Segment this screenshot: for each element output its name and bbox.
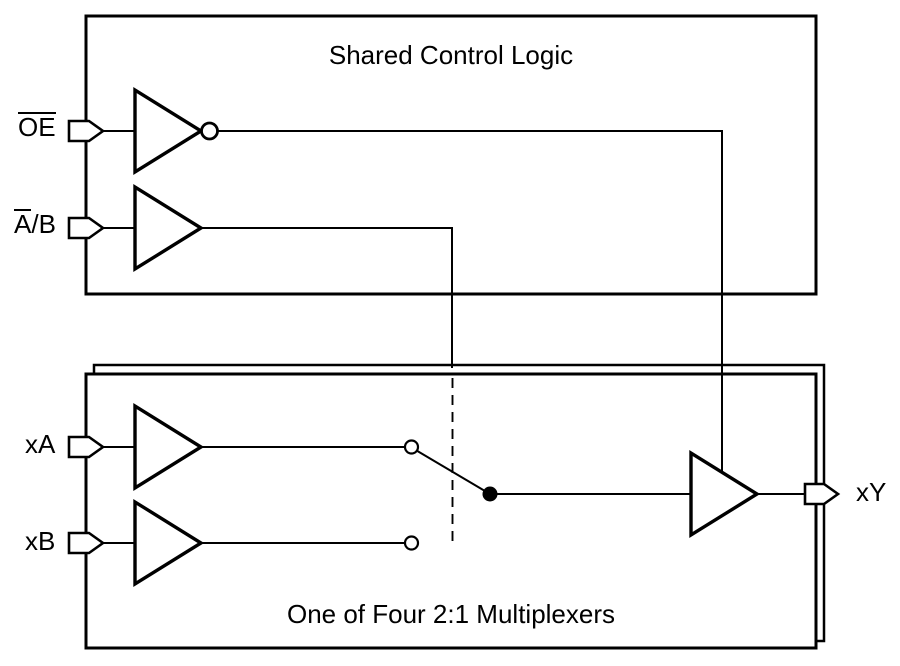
switch-throw-b-circle bbox=[403, 535, 420, 551]
ab-pin-label: A/B bbox=[14, 209, 56, 237]
xa-pin-label: xA bbox=[25, 429, 56, 459]
switch-pole-dot bbox=[482, 486, 498, 502]
ab-select-wire bbox=[198, 227, 453, 368]
ab-rest-text: /B bbox=[31, 209, 56, 239]
switch-throw-a-circle bbox=[403, 439, 420, 455]
oe-port-icon bbox=[67, 119, 106, 143]
ports bbox=[67, 119, 841, 555]
wires bbox=[103, 130, 806, 544]
oe-inverter-gate-icon bbox=[133, 86, 205, 176]
top-block-title: Shared Control Logic bbox=[328, 40, 574, 70]
xy-port-icon bbox=[803, 482, 841, 506]
xa-buffer-gate-icon bbox=[133, 402, 205, 492]
inverter-bubble-icon bbox=[200, 121, 219, 141]
xb-buffer-gate-icon bbox=[133, 498, 205, 588]
oe-enable-wire bbox=[217, 130, 723, 490]
ab-buffer-gate-icon bbox=[133, 183, 205, 273]
xb-pin-label: xB bbox=[25, 526, 56, 556]
oe-overlined-text: OE bbox=[18, 112, 56, 142]
ab-port-icon bbox=[67, 216, 106, 240]
output-buffer-gate-icon bbox=[689, 449, 761, 539]
xb-port-icon bbox=[67, 531, 106, 555]
ab-overlined-text: A bbox=[14, 209, 32, 239]
gates bbox=[133, 86, 761, 588]
bottom-block-title: One of Four 2:1 Multiplexers bbox=[286, 599, 616, 629]
xa-port-icon bbox=[67, 435, 106, 459]
xy-pin-label: xY bbox=[856, 477, 887, 507]
oe-pin-label: OE bbox=[18, 112, 56, 140]
switch-arm bbox=[415, 449, 491, 495]
